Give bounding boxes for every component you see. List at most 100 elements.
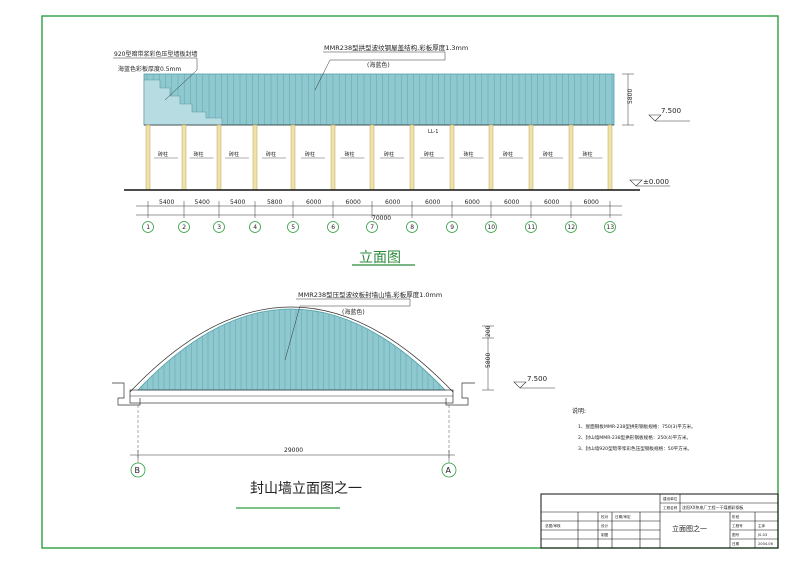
tb-left-1: 总图/审核 <box>545 523 561 528</box>
axis-label: 5 <box>291 224 295 231</box>
leader-right <box>314 51 446 91</box>
span-dim-text: 6000 <box>306 199 321 206</box>
column <box>181 124 187 191</box>
span-dimensions: 5400 5400 5400 5800 6000 6000 6000 6000 6000 6000… <box>136 199 622 218</box>
column <box>409 124 415 191</box>
gable-arch <box>137 308 446 391</box>
elev-top-text: 7.500 <box>661 107 681 115</box>
axis-label-a: A <box>446 466 452 475</box>
axis-bubble <box>485 221 497 233</box>
axis-label: 2 <box>182 224 186 231</box>
column-label: 砖柱 <box>503 151 513 158</box>
note-right-color: (海蓝色) <box>367 61 390 69</box>
axis-bubble <box>327 221 339 233</box>
span-dim-text: 6000 <box>465 199 480 206</box>
axis-label-b: B <box>135 466 141 475</box>
span-dim-text: 5400 <box>195 199 210 206</box>
axis-bubble <box>366 221 378 233</box>
span-dim-text: 6000 <box>504 199 519 206</box>
axis-label: 3 <box>217 224 221 231</box>
tb-mid-1: 日期/审定 <box>615 514 631 519</box>
gable-leader <box>284 298 411 361</box>
tb-left-4: 制图 <box>601 532 609 537</box>
gable-elev-text: 7.500 <box>527 375 547 383</box>
tb-right-label-3: 日期 <box>732 541 740 546</box>
column <box>216 124 222 191</box>
title-block <box>540 493 779 549</box>
column <box>488 124 494 191</box>
span-dim-text: 6000 <box>385 199 400 206</box>
span-dim-text: 6000 <box>425 199 440 206</box>
leader-left <box>113 57 198 101</box>
axis-bubble <box>213 221 225 233</box>
total-dim-text: 70000 <box>372 215 391 222</box>
column <box>449 124 455 191</box>
gable-note: MMR238型压型波纹板封墙山墙,彩板厚度1.0mm <box>298 290 442 299</box>
axis-label: 12 <box>567 224 575 231</box>
axis-bubble <box>406 221 418 233</box>
span-dim-text: 5400 <box>230 199 245 206</box>
column-label: 砖柱 <box>464 151 474 158</box>
notes-block: 说明: 1、屋面钢板MMR-238型拱形钢板规格：750(3)平方米。 2、封山… <box>572 407 696 452</box>
column-label: 砖柱 <box>158 151 168 158</box>
elevation-title: 立面图 <box>359 250 401 266</box>
elev-marker-top <box>648 114 690 122</box>
note-item-1: 1、屋面钢板MMR-238型拱形钢板规格：750(3)平方米。 <box>578 423 696 430</box>
axis-label: 7 <box>370 224 374 231</box>
elev-marker-ground <box>629 179 670 187</box>
span-dim-text: 5800 <box>267 199 282 206</box>
column <box>607 124 613 191</box>
column-label: 砖柱 <box>384 151 394 158</box>
tb-drawing-name: 立面图之一 <box>672 524 707 533</box>
axis-bubble <box>249 221 261 233</box>
notes-heading: 说明: <box>572 407 586 415</box>
axis-bubble <box>142 221 154 233</box>
tb-right-label-2: 图号 <box>732 532 740 537</box>
column-label: 砖柱 <box>424 151 434 158</box>
column-label: 砖柱 <box>229 151 239 158</box>
span-dim-text: 5400 <box>159 199 174 206</box>
elevation-view: 砖柱砖柱砖柱砖柱砖柱砖柱砖柱砖柱砖柱砖柱砖柱砖柱 920型暗带浆彩色压型墙板封墙… <box>113 43 690 266</box>
gable-width-text: 29000 <box>284 447 303 454</box>
gable-view: MMR238型压型波纹板封墙山墙,彩板厚度1.0mm (海蓝色) 200 580… <box>112 290 555 509</box>
gable-beam <box>129 389 454 404</box>
gable-title: 封山墙立面图之一 <box>250 481 362 497</box>
beam-tag: LL-1 <box>428 129 438 135</box>
bracket-right <box>445 382 475 406</box>
axis-bubble <box>287 221 299 233</box>
tb-right-value-2: JS-03 <box>757 533 767 537</box>
tb-right-heading: 阶段 <box>732 514 740 519</box>
axis-bubble <box>525 221 537 233</box>
gable-elev-marker <box>513 381 555 389</box>
tb-left-3: 设计 <box>601 523 609 528</box>
column-label: 砖柱 <box>266 151 276 158</box>
axis-bubble <box>565 221 577 233</box>
outer-frame <box>41 15 779 549</box>
bracket-left <box>112 382 141 406</box>
column <box>145 124 151 191</box>
tb-left-2: 校对 <box>601 514 609 519</box>
axis-label: 13 <box>606 224 614 231</box>
tb-row2: 工程名称 <box>663 505 678 510</box>
column-label: 砖柱 <box>305 151 315 158</box>
note-right: MMR238型拱型波纹钢屋盖结构,彩板厚度1.3mm <box>324 43 468 52</box>
column <box>252 124 258 191</box>
stepped-cladding <box>143 79 223 126</box>
title-block-text: 建设单位 工程名称 沈阳XX热电厂工程—干煤棚彩钢板 立面图之一 总图/审核 校… <box>545 496 774 546</box>
axis-label: 6 <box>331 224 335 231</box>
height-dim-text: 5800 <box>627 89 634 104</box>
tb-right-value-1: 主体 <box>758 523 766 528</box>
column-label: 砖柱 <box>194 151 204 158</box>
gable-height-dim: 5800 <box>485 353 492 368</box>
note-left-color: 海蓝色彩板厚度0.5mm <box>118 65 181 73</box>
axis-bubble <box>446 221 458 233</box>
axis-bubble-a <box>441 462 457 478</box>
column <box>330 124 336 191</box>
column-label: 砖柱 <box>543 151 553 158</box>
column <box>528 124 534 191</box>
axis-bubble-b <box>130 462 146 478</box>
span-dim-text: 6000 <box>346 199 361 206</box>
columns: 砖柱砖柱砖柱砖柱砖柱砖柱砖柱砖柱砖柱砖柱砖柱砖柱 <box>145 124 613 191</box>
roof-band <box>143 73 615 126</box>
